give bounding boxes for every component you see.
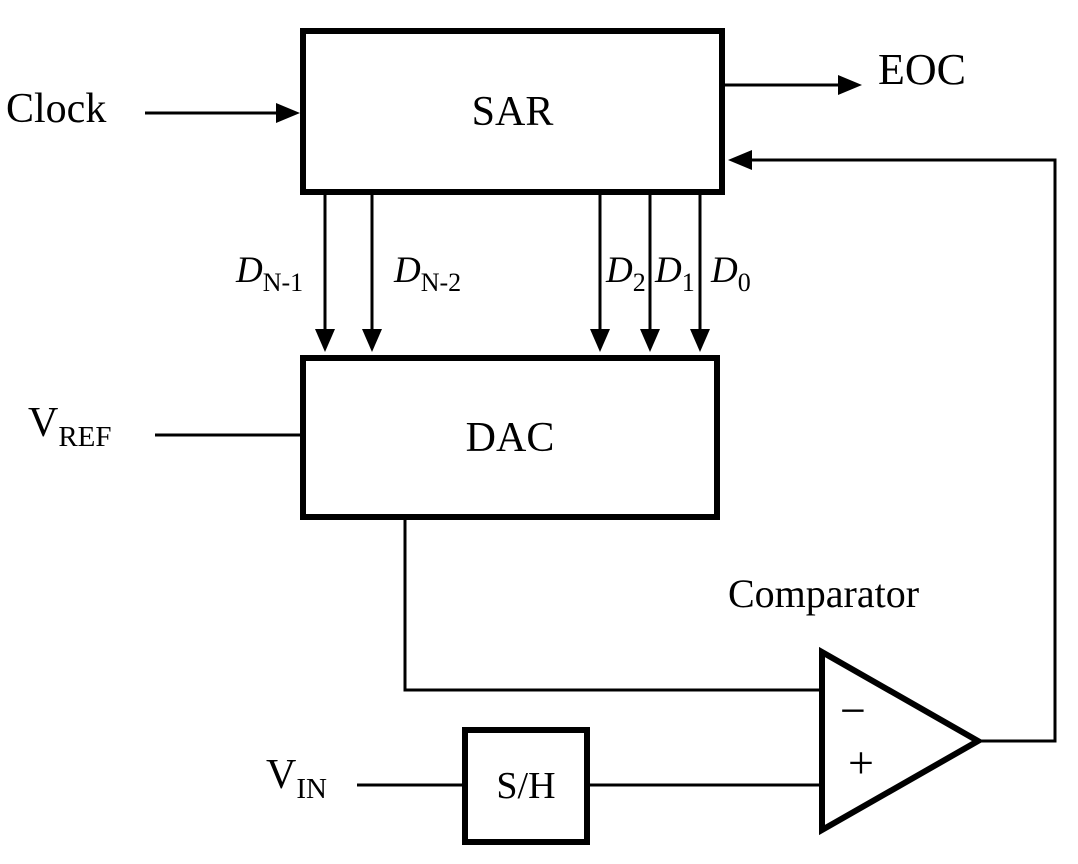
bit-arrowhead-dn1 [315, 329, 335, 352]
bit-label-dn1-sub: N-1 [262, 268, 304, 298]
bit-label-d0-main: D [711, 250, 738, 291]
comparator-minus-sign: − [840, 688, 866, 734]
eoc-label: EOC [878, 48, 966, 92]
bit-label-d1-main: D [655, 250, 682, 291]
sar-block: SAR [300, 28, 725, 195]
comparator-minus-text: − [840, 685, 866, 736]
dac-to-comparator-wire [403, 520, 820, 692]
dac-block: DAC [300, 355, 720, 520]
clock-label: Clock [6, 88, 106, 130]
bit-label-d2: D2 [606, 250, 646, 296]
bit-label-d1: D1 [655, 250, 695, 296]
eoc-label-text: EOC [878, 45, 966, 94]
bit-arrowhead-d1 [640, 329, 660, 352]
bit-label-dn1-main: D [236, 250, 263, 291]
vref-label-main: V [28, 400, 59, 446]
comparator-label: Comparator [728, 574, 919, 614]
dac-block-label: DAC [465, 414, 555, 461]
bit-label-dn2-main: D [394, 250, 421, 291]
comparator-plus-text: + [848, 737, 874, 788]
eoc-arrowhead [838, 75, 862, 95]
sar-block-label: SAR [471, 88, 554, 135]
bit-label-d0: D0 [711, 250, 751, 296]
bit-arrowhead-d0 [690, 329, 710, 352]
vin-label-sub: IN [296, 773, 327, 806]
bit-label-dn1: DN-1 [236, 250, 303, 296]
vin-label-main: V [266, 752, 297, 798]
comparator-triangle [819, 646, 985, 836]
bit-label-dn2-sub: N-2 [420, 268, 462, 298]
feedback-wire [745, 158, 1057, 743]
vref-label-sub: REF [58, 421, 112, 454]
sample-hold-block: S/H [462, 727, 590, 845]
clock-arrowhead [276, 103, 300, 123]
comparator-plus-sign: + [848, 740, 874, 786]
bit-label-d2-sub: 2 [632, 268, 646, 298]
vin-label: VIN [266, 752, 327, 804]
bit-label-d2-main: D [606, 250, 633, 291]
bit-label-d0-sub: 0 [737, 268, 751, 298]
sample-hold-block-label: S/H [496, 765, 556, 807]
bit-arrowhead-d2 [590, 329, 610, 352]
vref-label: VREF [28, 400, 112, 452]
bit-label-dn2: DN-2 [394, 250, 461, 296]
feedback-arrowhead [728, 150, 752, 170]
bit-arrowhead-dn2 [362, 329, 382, 352]
clock-label-text: Clock [6, 86, 107, 132]
bit-label-d1-sub: 1 [681, 268, 695, 298]
comparator-label-text: Comparator [728, 571, 920, 616]
